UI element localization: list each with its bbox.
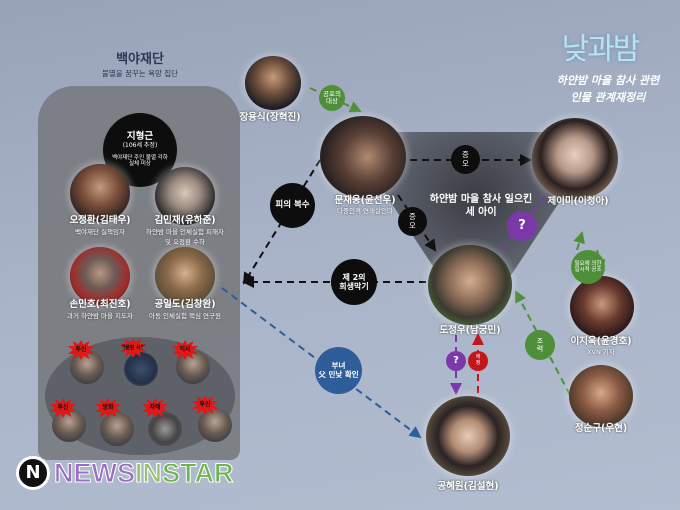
victim-photo bbox=[124, 352, 158, 386]
badge-text: 정 bbox=[475, 360, 481, 366]
photo-gong[interactable] bbox=[426, 396, 510, 476]
brand-star: STAR bbox=[162, 457, 234, 488]
member-name: 공일도(김창완) bbox=[154, 299, 216, 310]
center-label-line: 하얀밤 마을 참사 일으킨 bbox=[429, 194, 533, 205]
badge-text: 대상 bbox=[326, 97, 338, 105]
badge-text: 공포의 bbox=[323, 89, 341, 98]
badge-text: 부녀 bbox=[331, 360, 346, 370]
victim-photo bbox=[198, 408, 232, 442]
badge-blood-revenge: 피의 복수 bbox=[270, 183, 315, 228]
badge-text: 일시적 공조 bbox=[574, 267, 602, 273]
member-name: 손민호(최진호) bbox=[69, 299, 131, 310]
member-name: 오정환(김태우) bbox=[69, 215, 131, 226]
badge-text: 력 bbox=[536, 345, 544, 353]
center-label: 하얀밤 마을 참사 일으킨 세 아이 bbox=[430, 193, 532, 219]
member-desc: 하얀밤 마을 인체실험 피해자 bbox=[146, 228, 224, 236]
victim-photo bbox=[100, 412, 134, 446]
character-name: 문재웅(윤선우) bbox=[334, 195, 396, 206]
character-desc: XVN 기자 bbox=[587, 348, 615, 356]
photo-gong-ildo[interactable] bbox=[155, 247, 215, 305]
leader-name: 지형근 bbox=[126, 131, 154, 143]
badge-text: 父 민낮 확인 bbox=[318, 369, 359, 379]
newsinstar-logo: N NEWS IN STAR bbox=[16, 456, 234, 490]
photo-jamie[interactable] bbox=[532, 118, 618, 200]
member-name: 김민재(유하준) bbox=[154, 215, 216, 226]
brand-news: NEWS bbox=[54, 457, 136, 488]
member-desc: 백야재단 실책임자 bbox=[75, 228, 125, 236]
badge-text: 조 bbox=[536, 336, 544, 345]
badge-text: 증 bbox=[462, 149, 469, 159]
victim-cause: 투신 bbox=[192, 395, 218, 415]
line-help bbox=[515, 290, 571, 396]
badge-text: 필요에 의한 bbox=[574, 260, 602, 267]
photo-do[interactable] bbox=[428, 245, 512, 325]
photo-jang[interactable] bbox=[245, 56, 301, 110]
badge-question: ? bbox=[446, 351, 466, 371]
photo-lee[interactable] bbox=[570, 276, 634, 338]
character-name: 도정우(남궁민) bbox=[439, 325, 501, 336]
center-label-line: 세 아이 bbox=[465, 207, 497, 218]
member-desc: 아동 인체실험 핵심 연구원 bbox=[149, 312, 221, 320]
leader-desc: 백야재단 주인 불멸 각하 bbox=[112, 155, 168, 162]
badge-question: ? bbox=[507, 211, 537, 241]
character-name: 이지욱(윤경호) bbox=[570, 336, 632, 347]
character-name: 공혜원(김설현) bbox=[437, 481, 499, 492]
badge-text: 오 bbox=[409, 220, 416, 230]
brand-in: IN bbox=[135, 457, 163, 488]
character-desc: 다중인격 연쇄살인마 bbox=[337, 207, 393, 215]
photo-son[interactable] bbox=[70, 247, 130, 305]
drama-logo: 낮과밤 bbox=[561, 32, 641, 67]
victim-cause: 자해 bbox=[142, 398, 168, 418]
photo-kim[interactable] bbox=[155, 167, 215, 225]
character-name: 제이미(이청아) bbox=[547, 196, 609, 207]
victim-cause: 개물림 사망 bbox=[120, 338, 146, 358]
header-subtitle: 하얀밤 마을 참사 관련 bbox=[556, 74, 660, 87]
badge-text: 오 bbox=[462, 158, 469, 168]
foundation-subtitle: 불멸을 꿈꾸는 욕망 집단 bbox=[101, 69, 179, 78]
leader-age: (106세 추정) bbox=[122, 142, 158, 150]
badge-text: 증 bbox=[409, 211, 416, 221]
member-desc: 및 오정환 수하 bbox=[164, 238, 206, 246]
photo-jung[interactable] bbox=[569, 365, 633, 427]
member-desc: 과거 하얀밤 마을 지도자 bbox=[67, 312, 133, 320]
victim-cause: 투신 bbox=[50, 398, 76, 418]
badge-text: 제 2의 bbox=[342, 272, 366, 282]
photo-oh[interactable] bbox=[70, 164, 130, 222]
badge-text: 희생막기 bbox=[339, 282, 369, 291]
character-name: 장용식(장혁진) bbox=[239, 112, 301, 123]
badge-text: 애 bbox=[475, 354, 481, 361]
line-cooperation bbox=[573, 231, 585, 251]
photo-moon[interactable] bbox=[320, 116, 406, 198]
foundation-title: 백야재단 bbox=[116, 52, 164, 67]
character-name: 정순구(우현) bbox=[574, 423, 628, 434]
newsinstar-logo-icon: N bbox=[16, 456, 50, 490]
victim-cause: 익사 bbox=[172, 340, 198, 360]
header-subtitle: 인물 관계재정리 bbox=[570, 91, 646, 104]
victim-cause: 투신 bbox=[68, 340, 94, 360]
leader-desc: 실체 미상 bbox=[129, 161, 151, 168]
victim-photo bbox=[148, 412, 182, 446]
victim-cause: 방화 bbox=[95, 398, 121, 418]
